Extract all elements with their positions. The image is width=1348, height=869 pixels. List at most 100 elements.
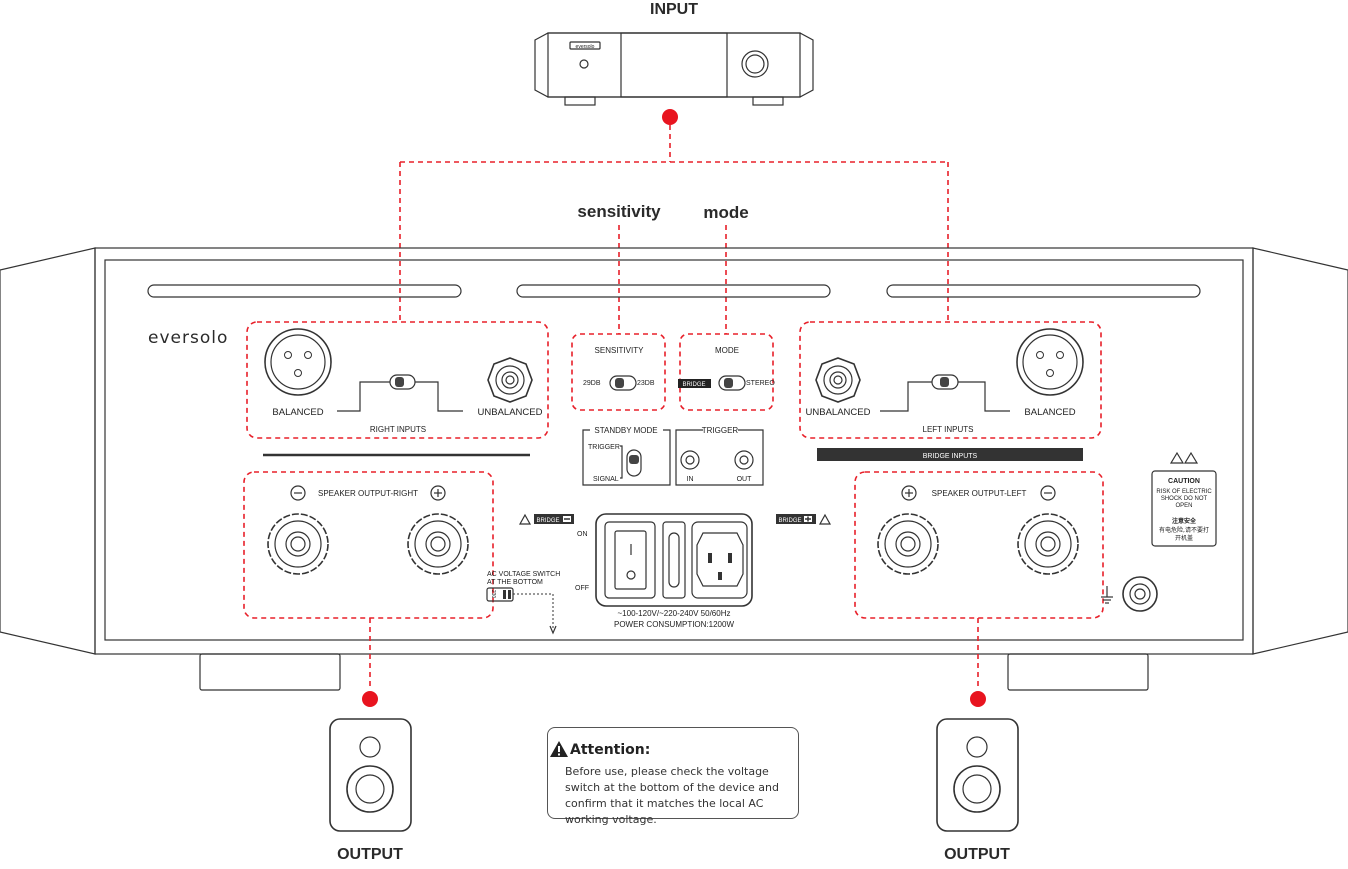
sensitivity-switch[interactable] xyxy=(609,375,637,391)
sensitivity-23db: 23DB xyxy=(637,380,655,387)
mode-group xyxy=(679,333,774,411)
bridge-tag-left: BRIDGE xyxy=(536,518,559,524)
power-off-label: OFF xyxy=(575,585,589,592)
sensitivity-group xyxy=(571,333,666,411)
iec-power-inlet xyxy=(691,521,748,599)
right-inputs-group xyxy=(246,321,549,439)
input-connection-dot xyxy=(662,109,678,125)
caution-title: CAUTION xyxy=(1168,478,1200,485)
speaker-left-icon xyxy=(936,718,1019,832)
bridge-inputs-bar xyxy=(817,448,1083,461)
right-input-selector-toggle[interactable] xyxy=(389,374,416,390)
minus-icon xyxy=(1040,485,1056,501)
right-balanced-label: BALANCED xyxy=(272,407,323,418)
left-xlr-balanced-input xyxy=(1016,328,1084,396)
sensitivity-29db: 29DB xyxy=(583,380,601,387)
standby-mode-group: STANDBY MODE TRIGGER SIGNAL xyxy=(582,426,671,486)
minus-icon xyxy=(290,485,306,501)
volume-knob-icon xyxy=(741,50,769,78)
caution-line-1: RISK OF ELECTRIC xyxy=(1156,489,1212,495)
left-minus-binding-post[interactable] xyxy=(1017,513,1079,575)
standby-title: STANDBY MODE xyxy=(594,426,657,435)
arrow-down-icon xyxy=(549,625,557,635)
power-consumption: POWER CONSUMPTION:1200W xyxy=(614,620,734,629)
right-inputs-title: RIGHT INPUTS xyxy=(370,425,426,434)
speaker-output-left-title: SPEAKER OUTPUT-LEFT xyxy=(932,489,1027,498)
caution-cn-line-2: 开机盖 xyxy=(1175,534,1193,542)
mode-title: MODE xyxy=(715,346,739,355)
source-logo-plate xyxy=(569,41,601,50)
output-left-label: OUTPUT xyxy=(944,846,1010,863)
attention-body: Before use, please check the voltage swi… xyxy=(565,765,779,826)
input-label: INPUT xyxy=(650,1,698,18)
warning-icon xyxy=(1169,451,1199,464)
standby-trigger-label: TRIGGER xyxy=(588,444,620,451)
sensitivity-callout: sensitivity xyxy=(577,202,661,221)
mode-callout: mode xyxy=(703,203,748,222)
attention-title: Attention: xyxy=(570,742,651,758)
source-device: eversolo xyxy=(534,32,814,106)
power-button-icon xyxy=(579,59,589,69)
standby-signal-label: SIGNAL xyxy=(593,476,619,483)
plus-icon xyxy=(430,485,446,501)
power-module xyxy=(595,513,753,607)
ac-switch-label-1: AC VOLTAGE SWITCH xyxy=(487,571,560,578)
trigger-group: TRIGGER xyxy=(675,426,764,486)
fuse-holder xyxy=(662,521,686,599)
input-routing-lines xyxy=(399,125,949,322)
trigger-in-label: IN xyxy=(687,476,694,483)
caution-label-panel xyxy=(1151,470,1217,547)
left-input-selector-toggle[interactable] xyxy=(931,374,959,390)
trigger-out-jack[interactable] xyxy=(734,450,754,470)
caution-cn-title: 注意安全 xyxy=(1172,517,1197,525)
bridge-tag-right: BRIDGE xyxy=(778,518,801,524)
trigger-title: TRIGGER xyxy=(702,426,739,435)
left-inputs-title: LEFT INPUTS xyxy=(923,425,974,434)
ground-icon xyxy=(1101,586,1113,604)
right-rca-unbalanced-input xyxy=(487,357,533,403)
sensitivity-title: SENSITIVITY xyxy=(595,346,645,355)
amplifier-chassis xyxy=(0,247,1348,691)
trigger-out-label: OUT xyxy=(737,476,753,483)
caution-line-2: SHOCK DO NOT xyxy=(1161,496,1208,502)
standby-mode-switch[interactable] xyxy=(626,449,642,477)
source-logo-text: eversolo xyxy=(576,44,595,50)
power-rocker-switch[interactable] xyxy=(604,521,656,599)
speaker-output-right-group xyxy=(243,471,494,619)
left-rca-unbalanced-input xyxy=(815,357,861,403)
left-balanced-label: BALANCED xyxy=(1024,407,1075,418)
speaker-output-right-title: SPEAKER OUTPUT-RIGHT xyxy=(318,489,418,498)
warning-icon xyxy=(518,513,532,525)
left-unbalanced-label: UNBALANCED xyxy=(806,407,871,418)
speaker-output-left-group xyxy=(854,471,1104,619)
warning-icon xyxy=(818,513,832,525)
ground-terminal[interactable] xyxy=(1122,576,1158,612)
mode-stereo-label: STEREO xyxy=(746,380,775,387)
brand-logo: eversolo xyxy=(148,328,228,348)
ac-switch-label-2: AT THE BOTTOM xyxy=(487,579,543,586)
ac-switch-value: 230 xyxy=(490,590,496,599)
output-left-connection-dot xyxy=(970,691,986,707)
left-inputs-group xyxy=(799,321,1102,439)
warning-icon xyxy=(550,741,568,757)
right-xlr-balanced-input xyxy=(264,328,332,396)
mode-bridge-label: BRIDGE xyxy=(682,382,705,388)
right-unbalanced-label: UNBALANCED xyxy=(478,407,543,418)
trigger-in-jack[interactable] xyxy=(680,450,700,470)
attention-note: Attention: Before use, please check the … xyxy=(547,727,799,826)
plus-icon xyxy=(901,485,917,501)
right-plus-binding-post[interactable] xyxy=(407,513,469,575)
output-right-label: OUTPUT xyxy=(337,846,403,863)
caution-cn-line-1: 有电危险,请不要打 xyxy=(1159,526,1209,534)
output-right-connection-dot xyxy=(362,691,378,707)
right-minus-binding-post[interactable] xyxy=(267,513,329,575)
power-voltage-spec: ~100-120V/~220-240V 50/60Hz xyxy=(618,609,731,618)
speaker-right-icon xyxy=(329,718,412,832)
caution-line-3: OPEN xyxy=(1175,503,1192,509)
left-plus-binding-post[interactable] xyxy=(877,513,939,575)
bridge-inputs-label: BRIDGE INPUTS xyxy=(923,453,978,460)
mode-switch[interactable] xyxy=(718,375,746,391)
power-on-label: ON xyxy=(577,531,588,538)
